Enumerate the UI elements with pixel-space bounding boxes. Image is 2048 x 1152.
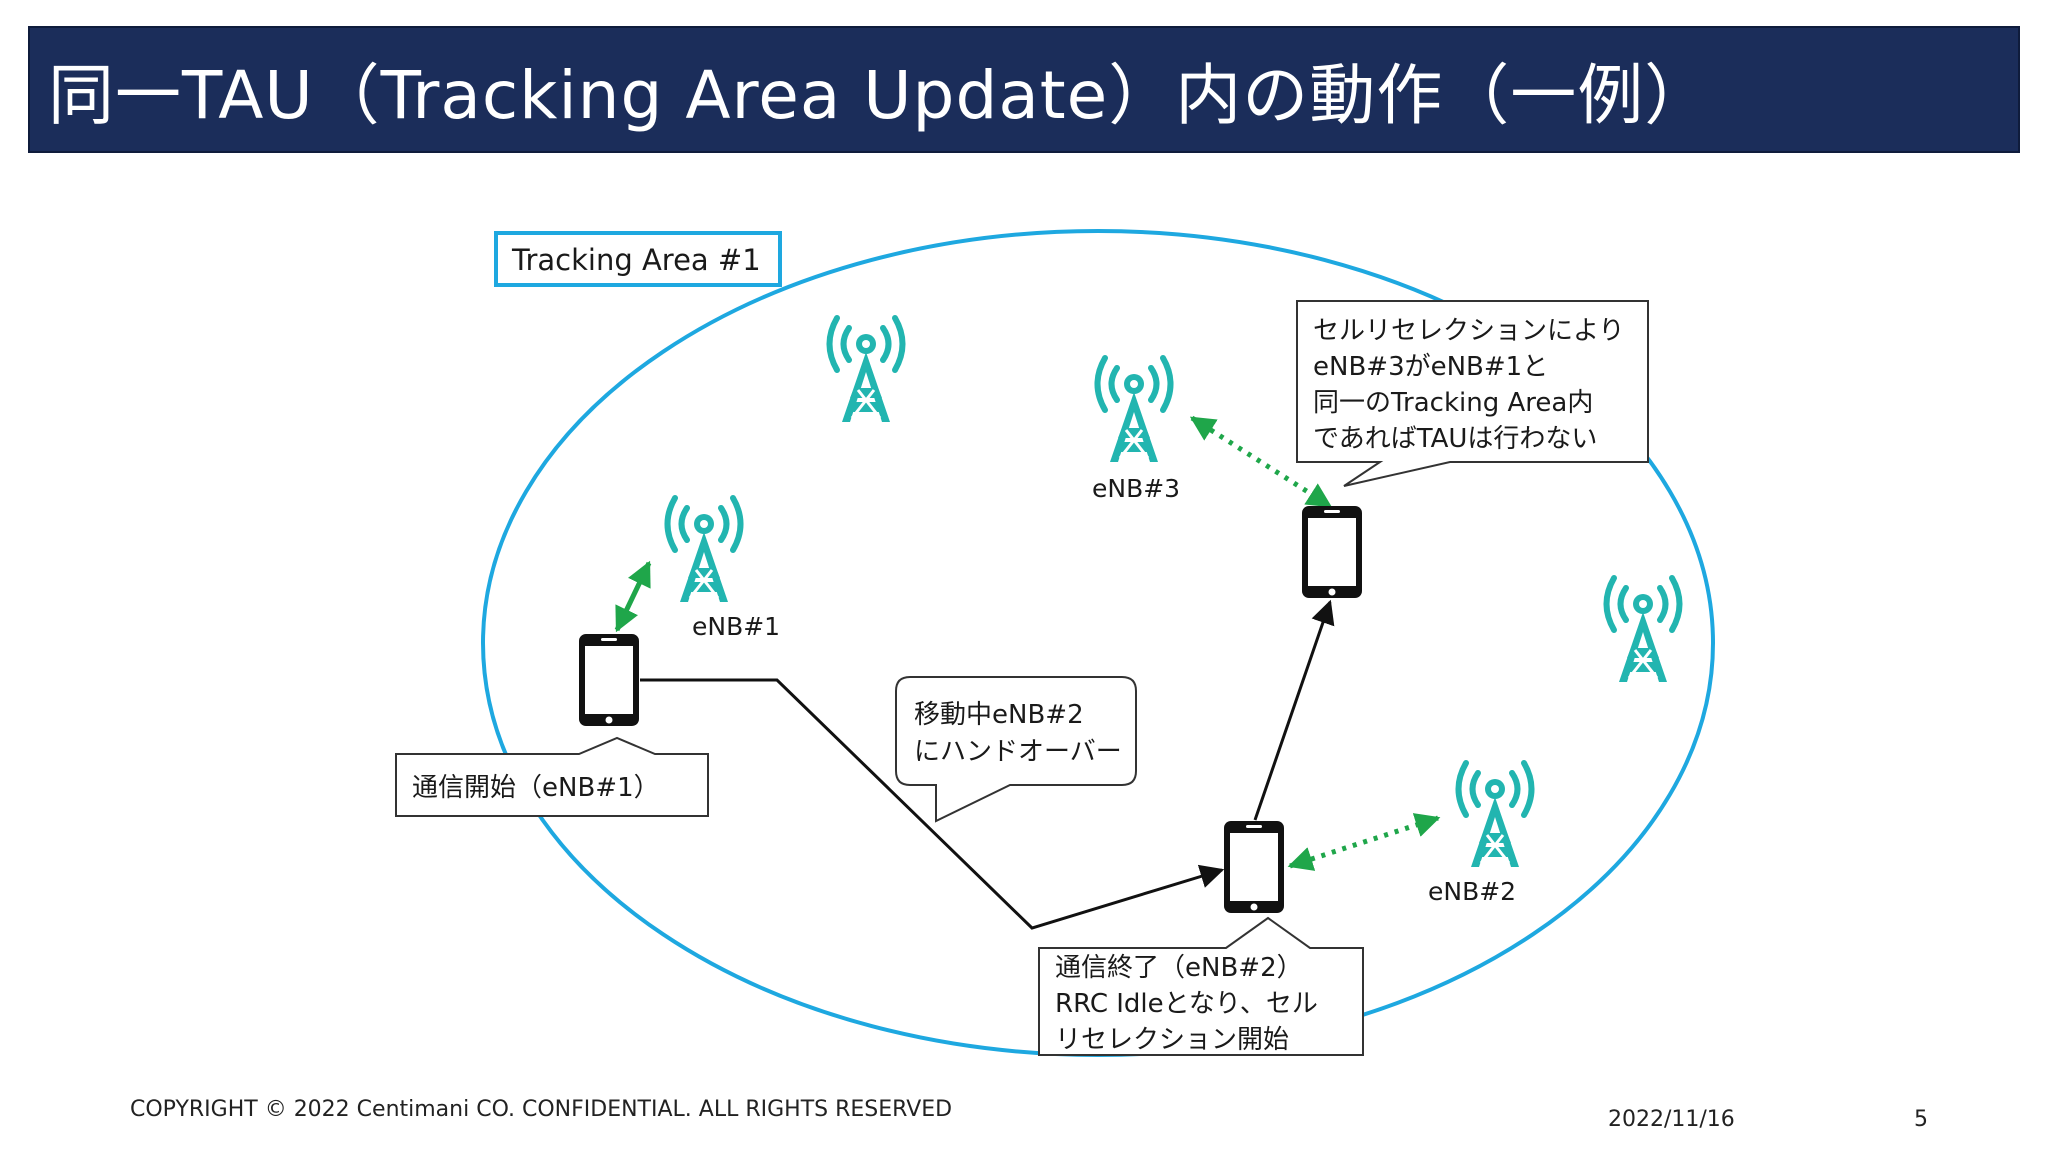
movement-route	[640, 678, 1225, 930]
handover-callout	[895, 676, 1137, 823]
tracking-area-label: Tracking Area #1	[511, 243, 761, 277]
end-line-1: 通信終了（eNB#2）	[1055, 953, 1303, 983]
reselection-callout	[1296, 300, 1649, 487]
footer-date: 2022/11/16	[1608, 1107, 1735, 1132]
reselection-line-2: eNB#3がeNB#1と	[1313, 352, 1548, 382]
end-line-2: RRC Idleとなり、セル	[1055, 989, 1318, 1019]
reselection-line-1: セルリセレクションにより	[1313, 316, 1624, 346]
enb1-label: eNB#1	[692, 612, 780, 641]
end-callout-text: 通信終了（eNB#2） RRC Idleとなり、セル リセレクション開始	[1055, 953, 1326, 1055]
handover-line-1: 移動中eNB#2	[914, 700, 1084, 730]
phone-icon	[1224, 821, 1284, 913]
enb1-connection-arrow	[614, 560, 652, 633]
cell-tower-icon	[668, 498, 741, 602]
end-callout	[1038, 916, 1364, 1056]
enb2-connection-arrow	[1287, 813, 1441, 871]
page-title: 同一TAU（Tracking Area Update）内の動作（一例）	[48, 56, 1712, 134]
cell-tower-icon	[1459, 763, 1532, 867]
handover-line-2: にハンドオーバー	[914, 737, 1122, 767]
reselection-callout-text: セルリセレクションにより eNB#3がeNB#1と 同一のTracking Ar…	[1313, 316, 1633, 454]
start-callout-text: 通信開始（eNB#1）	[412, 773, 660, 803]
cell-tower-icon	[1607, 578, 1680, 682]
reselection-line-3: 同一のTracking Area内	[1313, 388, 1593, 418]
title-bar: 同一TAU（Tracking Area Update）内の動作（一例）	[28, 26, 2020, 153]
reselection-line-4: であればTAUは行わない	[1313, 424, 1597, 454]
phone-icon	[1302, 506, 1362, 598]
footer-page-number: 5	[1914, 1107, 1928, 1132]
footer-copyright: COPYRIGHT © 2022 Centimani CO. CONFIDENT…	[130, 1097, 953, 1122]
reselection-path	[1253, 599, 1335, 821]
handover-callout-text: 移動中eNB#2 にハンドオーバー	[914, 700, 1122, 767]
cell-tower-icon	[1098, 358, 1171, 462]
end-line-3: リセレクション開始	[1055, 1025, 1289, 1055]
phone-icon	[579, 634, 639, 726]
tracking-area-label-box	[494, 231, 782, 287]
enb2-label: eNB#2	[1428, 877, 1516, 906]
enb3-label: eNB#3	[1092, 474, 1180, 503]
cell-tower-icon	[830, 318, 903, 422]
start-callout	[395, 736, 709, 817]
